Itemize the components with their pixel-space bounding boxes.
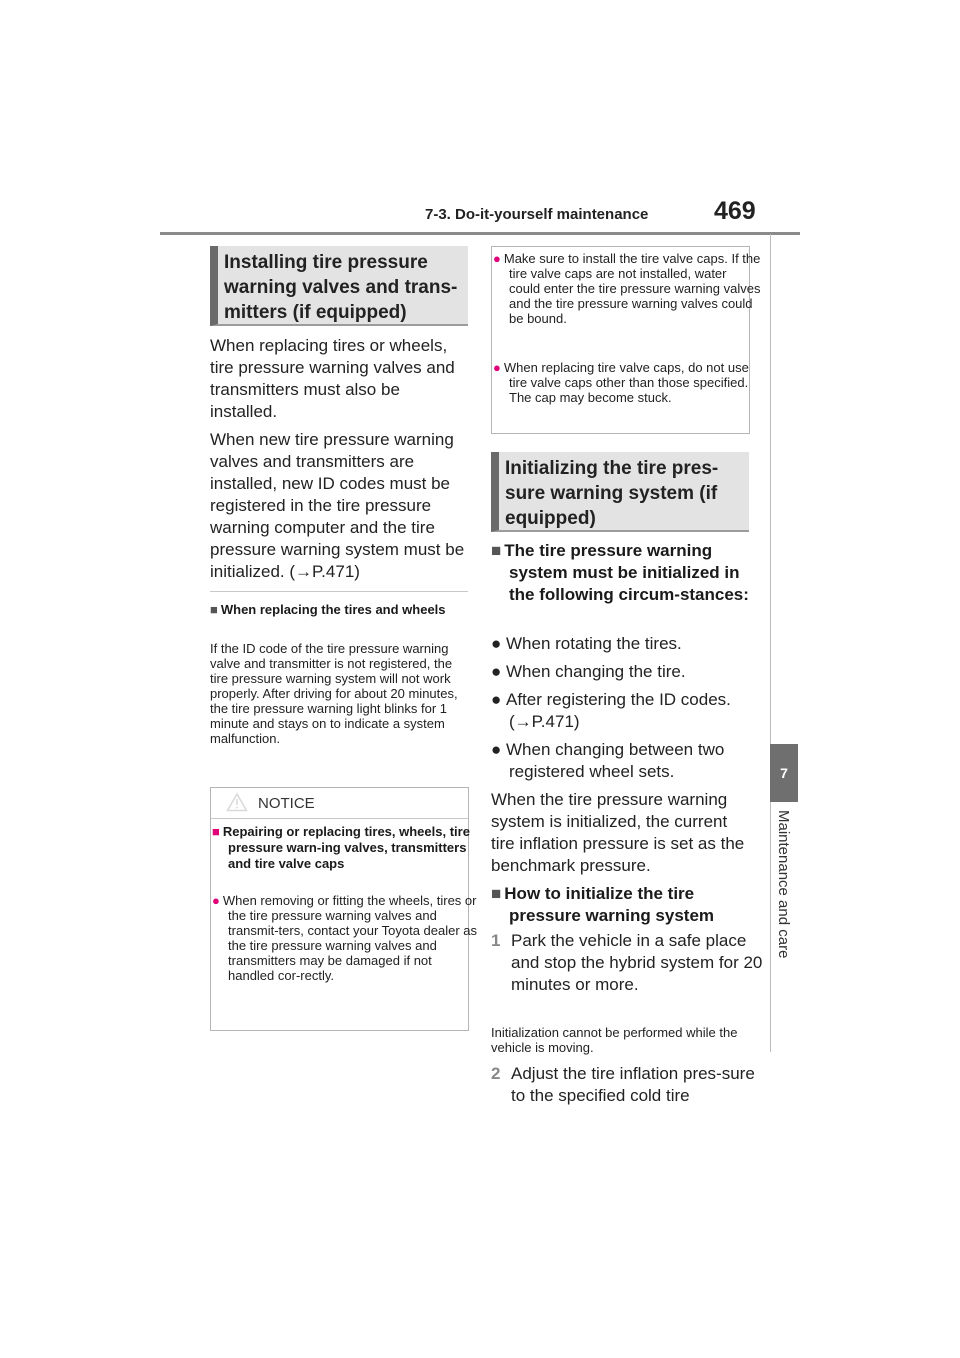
notice-box-continued: [491, 246, 750, 434]
chapter-number-tab: 7: [770, 744, 798, 802]
conditions-list: ● When rotating the tires. ● When changi…: [491, 633, 751, 789]
chapter-title-tab: Maintenance and care: [772, 810, 796, 975]
header-rule: [160, 232, 800, 235]
step-number: 2: [491, 1064, 501, 1083]
step-number: 1: [491, 931, 501, 950]
heading-initializing: Initializing the tire pres-sure warning …: [491, 452, 749, 532]
page-number: 469: [714, 197, 756, 225]
square-bullet-icon: ■: [491, 884, 502, 903]
notice-item-text: Make sure to install the tire valve caps…: [503, 251, 761, 326]
tab-divider-line: [770, 234, 771, 744]
bullet-icon: ●: [491, 634, 506, 653]
bullet-icon: ●: [491, 740, 506, 759]
notice-item: ●When removing or fitting the wheels, ti…: [212, 893, 480, 983]
step-text: Park the vehicle in a safe place and sto…: [511, 931, 763, 994]
section-separator: [210, 591, 468, 592]
note-body: If the ID code of the tire pressure warn…: [210, 641, 458, 746]
list-item: ● When changing between two registered w…: [491, 740, 725, 781]
conditions-heading-text: The tire pressure warning system must be…: [504, 541, 749, 604]
section-title: 7-3. Do-it-yourself maintenance: [425, 206, 649, 223]
note-heading: ■When replacing the tires and wheels: [210, 602, 484, 617]
paragraph-new-valves: When new tire pressure warning valves an…: [210, 430, 465, 581]
notice-item-valve-caps: ●Make sure to install the tire valve cap…: [493, 251, 761, 326]
paragraph-replacing: When replacing tires or wheels, tire pre…: [210, 336, 455, 421]
step-1: 1 Park the vehicle in a safe place and st…: [491, 930, 769, 996]
list-item: ● When changing the tire.: [491, 662, 686, 681]
heading-installing-valves: Installing tire pressure warning valves …: [210, 246, 468, 326]
tab-divider-line-lower: [770, 802, 771, 1052]
bullet-icon: ●: [491, 662, 506, 681]
howto-heading: ■How to initialize the tire pressure war…: [491, 883, 749, 927]
notice-item-text: When removing or fitting the wheels, tir…: [222, 893, 478, 983]
notice-item-replacing-caps: ●When replacing tire valve caps, do not …: [493, 360, 761, 405]
paragraph-benchmark: When the tire pressure warning system is…: [491, 790, 745, 875]
step-text: Adjust the tire inflation pres-sure to t…: [511, 1064, 755, 1105]
conditions-heading: ■The tire pressure warning system must b…: [491, 540, 749, 606]
chapter-title: Maintenance and care: [775, 810, 792, 959]
notice-heading-text: Repairing or replacing tires, wheels, ti…: [222, 824, 470, 871]
step-1-note: Initialization cannot be performed while…: [491, 1025, 738, 1055]
note-heading-text: When replacing the tires and wheels: [220, 602, 446, 617]
warning-triangle-icon: [226, 792, 248, 812]
notice-title: NOTICE: [258, 795, 315, 812]
bullet-icon: ●: [491, 690, 506, 709]
circle-bullet-icon: ●: [493, 360, 501, 375]
notice-box: [210, 787, 469, 1031]
notice-item-text: When replacing tire valve caps, do not u…: [503, 360, 749, 405]
circle-bullet-icon: ●: [493, 251, 501, 266]
notice-rule: [211, 818, 468, 819]
notice-heading: ■Repairing or replacing tires, wheels, t…: [212, 824, 480, 872]
howto-heading-text: How to initialize the tire pressure warn…: [504, 884, 715, 925]
circle-bullet-icon: ●: [212, 893, 220, 908]
step-2: 2 Adjust the tire inflation pres-sure to …: [491, 1063, 769, 1107]
square-bullet-icon: ■: [212, 824, 220, 839]
square-bullet-icon: ■: [210, 602, 218, 617]
list-item: ● After registering the ID codes. (→P.47…: [491, 690, 731, 731]
list-item: ● When rotating the tires.: [491, 634, 682, 653]
square-bullet-icon: ■: [491, 541, 502, 560]
